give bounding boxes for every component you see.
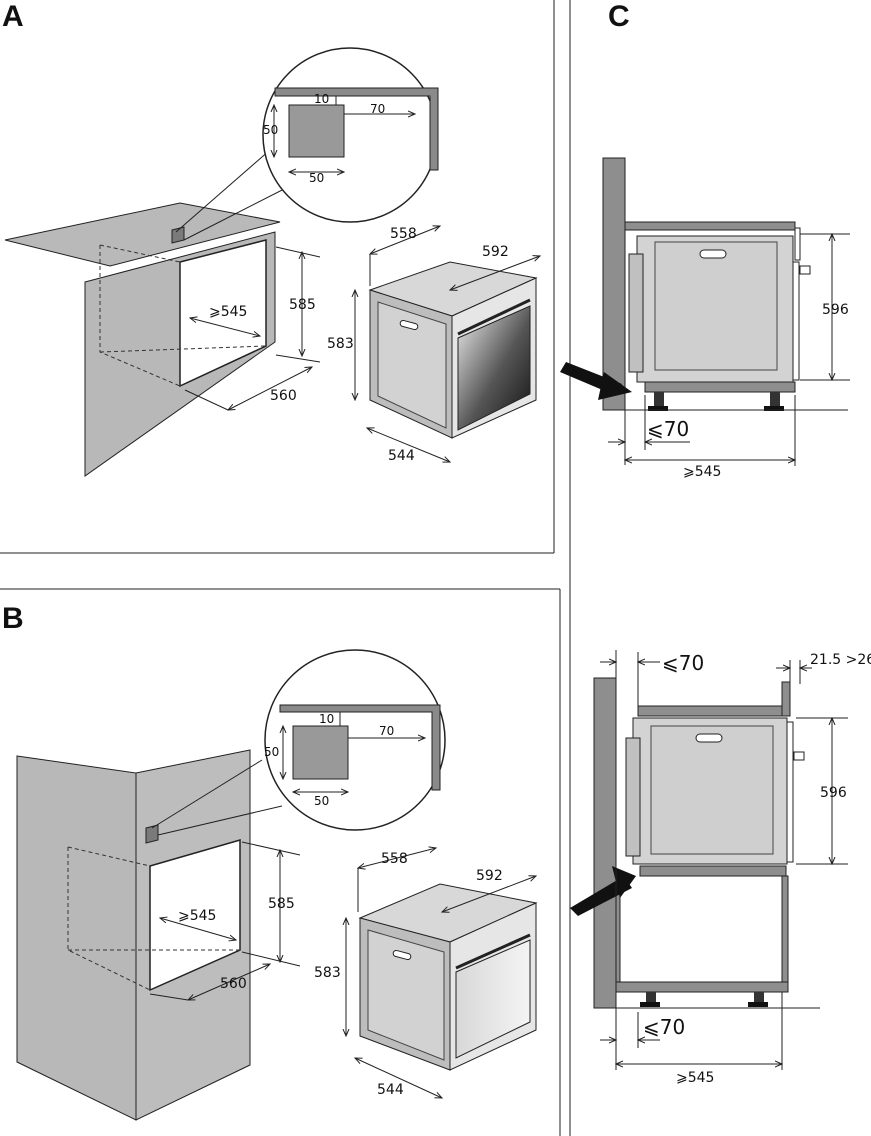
cabinet-height-b: 585 <box>268 896 295 912</box>
oven-width-top-b: 592 <box>476 868 503 884</box>
vent-detail-a <box>288 104 345 158</box>
oven-height-c1: 596 <box>822 302 849 318</box>
callout-gap-side-b: 70 <box>379 724 394 738</box>
vent-cutout-b <box>145 824 159 844</box>
oven-depth-bottom-b: 544 <box>377 1082 404 1098</box>
oven-depth-top-a: 558 <box>390 226 417 242</box>
column-side-b <box>16 755 137 1121</box>
panel-c-top: 596 ⩽70 ⩾545 <box>560 157 850 480</box>
callout-vent-height-a: 50 <box>263 123 278 137</box>
callout-gap-side-a: 70 <box>370 102 385 116</box>
callout-gap-top-a: 10 <box>314 92 329 106</box>
oven-depth-top-b: 558 <box>381 851 408 867</box>
base-panel-c2 <box>615 981 789 993</box>
vent-detail-b <box>292 725 349 780</box>
shelf-c2 <box>639 865 787 877</box>
oven-window-b <box>455 939 531 1059</box>
cabinet-corner-detail-b <box>279 704 441 791</box>
countertop-a <box>4 202 281 267</box>
cabinet-depth-b: ⩾545 <box>178 908 216 924</box>
cabinet-height-a: 585 <box>289 297 316 313</box>
callout-vent-width-b: 50 <box>314 794 329 808</box>
rear-wall-c2 <box>593 677 617 1009</box>
vent-cutout-a <box>171 226 185 244</box>
cabinet-corner-detail-a <box>274 87 439 171</box>
panel-a: 10 70 50 50 585 ⩾545 560 558 592 583 <box>4 47 540 477</box>
rear-gap-top-c2: ⩽70 <box>662 651 704 675</box>
oven-height-b: 583 <box>314 965 341 981</box>
cabinet-depth-c1: ⩾545 <box>683 464 721 480</box>
magnifier-circle-b <box>264 649 446 831</box>
oven-b <box>358 883 538 1071</box>
oven-height-c2: 596 <box>820 785 847 801</box>
panel-frames <box>0 0 571 1136</box>
oven-depth-bottom-a: 544 <box>388 448 415 464</box>
oven-window-a <box>457 305 531 431</box>
callout-vent-width-a: 50 <box>309 171 324 185</box>
cabinet-width-b: 560 <box>220 976 247 992</box>
panel-c-bottom: 596 ⩽70 21.5 >26 ⩽70 ⩾545 <box>570 650 871 1086</box>
callout-vent-height-b: 50 <box>264 745 279 759</box>
worktop-c1 <box>624 221 796 231</box>
oven-width-top-a: 592 <box>482 244 509 260</box>
rear-gap-bottom-c2: ⩽70 <box>643 1015 685 1039</box>
panel-b: 10 70 50 50 585 ⩾545 560 558 592 583 544 <box>16 649 538 1121</box>
oven-height-a: 583 <box>327 336 354 352</box>
cabinet-width-a: 560 <box>270 388 297 404</box>
panel-label-b: B <box>2 602 24 635</box>
panel-label-c: C <box>608 0 630 33</box>
cabinet-depth-a: ⩾545 <box>209 304 247 320</box>
top-panel-c2 <box>637 705 787 717</box>
shelf-c1 <box>644 381 796 393</box>
cabinet-depth-c2: ⩾545 <box>676 1070 714 1086</box>
callout-gap-top-b: 10 <box>319 712 334 726</box>
rear-gap-c1: ⩽70 <box>647 417 689 441</box>
cabinet-opening-a <box>179 239 267 388</box>
front-offset-c2: 21.5 >26 <box>810 652 871 668</box>
rear-wall-c1 <box>602 157 626 411</box>
panel-label-a: A <box>2 0 24 33</box>
